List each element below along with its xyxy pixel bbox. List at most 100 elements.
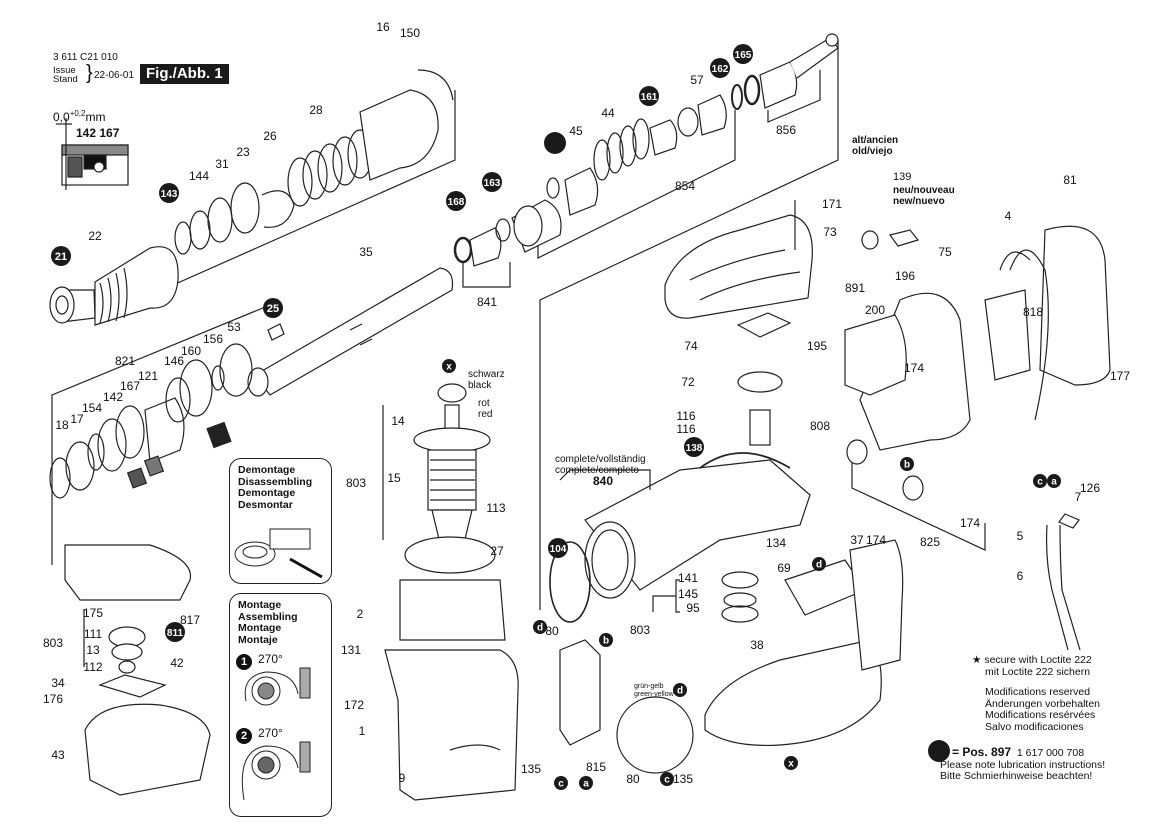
- part-number-callout: 14: [391, 414, 405, 428]
- part-number-callout: 42: [170, 656, 184, 670]
- housing-cover-icon: [704, 639, 882, 747]
- connection-marker: x: [442, 359, 456, 373]
- cover-rib-icon: [689, 249, 801, 301]
- part-number-callout: 116: [676, 409, 695, 423]
- connection-letter: a: [583, 779, 589, 790]
- ball-bearing-icon: [111, 643, 143, 661]
- part-number-callout: 162: [712, 64, 729, 75]
- assembly-title-es: Montaje: [238, 633, 278, 646]
- document-number: 3 611 C21 010: [53, 52, 118, 63]
- connection-marker: c: [1033, 474, 1047, 488]
- marker-dot-icon: [442, 359, 456, 373]
- circled-part-callout: 165: [733, 44, 753, 64]
- bearing-icon: [721, 571, 759, 589]
- part-number-callout: 803: [43, 636, 63, 650]
- part-number-callout: 817: [180, 613, 200, 627]
- part-number-callout: 45: [569, 124, 583, 138]
- ring-icon: [207, 197, 233, 243]
- disassembly-title-fr: Demontage: [238, 487, 296, 499]
- part-number-callout: 5: [1017, 529, 1024, 543]
- loctite-note-de: mit Loctite 222 sichern: [985, 665, 1091, 678]
- part-number-callout: 174: [904, 361, 924, 375]
- part-number-callout: 154: [82, 401, 102, 415]
- brace-symbol: }: [86, 62, 93, 84]
- bracket-line: [652, 595, 676, 612]
- part-number-callout: 9: [399, 771, 406, 785]
- part-number-callout: 803: [346, 476, 366, 490]
- new-switch-part-number: 139: [893, 171, 912, 183]
- legend-notes: ★ secure with Loctite 222 mit Loctite 22…: [972, 654, 1101, 733]
- loctite-note-en: ★ secure with Loctite 222: [972, 654, 1100, 667]
- connection-letter: b: [904, 460, 910, 471]
- part-number-callout: 146: [164, 354, 184, 368]
- part-number-callout: 141: [678, 571, 698, 585]
- fan-baffle-icon: [404, 536, 496, 574]
- part-number-callout: 856: [776, 123, 796, 137]
- red-label-en: red: [478, 409, 493, 420]
- switch-icon: [984, 289, 1031, 381]
- motor-housing-icon: [384, 649, 519, 801]
- modifications-de: Änderungen vorbehalten: [985, 697, 1101, 710]
- modifications-en: Modifications reserved: [985, 686, 1091, 698]
- part-number-callout: 815: [586, 760, 606, 774]
- part-number-callout: 116: [676, 422, 695, 436]
- figure-label: Fig./Abb. 1: [140, 64, 229, 84]
- arrow-icon: [289, 557, 323, 579]
- disassembly-title-en: Disassembling: [238, 475, 313, 488]
- circled-part-callout: 161: [639, 86, 659, 106]
- part-number-callout: 135: [673, 772, 693, 786]
- disassembly-title: Demontage Disassembling Demontage Desmon…: [238, 464, 313, 511]
- part-number-callout: 163: [484, 178, 501, 189]
- part-number-callout: 145: [678, 587, 698, 601]
- part-number-callout: 196: [895, 269, 915, 283]
- issue-label: Issue Stand: [53, 66, 78, 85]
- intermediate-flange-icon: [584, 452, 811, 599]
- marker-dot-icon: [812, 557, 826, 571]
- part-number-callout: 177: [1110, 369, 1130, 383]
- part-number-callout: 891: [845, 281, 865, 295]
- marker-dot-icon: [900, 457, 914, 471]
- part-number-callout: 15: [387, 471, 401, 485]
- marker-dot-icon: [1033, 474, 1047, 488]
- marker-dot-icon: [554, 776, 568, 790]
- needle-bearing-icon: [749, 409, 771, 446]
- part-number-callout: 95: [686, 601, 700, 615]
- cable-clamp-plate-icon: [1058, 513, 1080, 529]
- ring-stack-icon: [49, 343, 253, 499]
- step-number-badge: 1: [236, 654, 252, 670]
- part-number-callout: 34: [51, 676, 65, 690]
- detail-part-numbers: 142 167: [76, 126, 120, 140]
- guide-icon: [261, 190, 295, 228]
- o-ring-icon: [721, 605, 759, 623]
- part-number-callout: 174: [960, 516, 980, 530]
- grease-point-icon: [544, 132, 566, 154]
- part-number-callout: 121: [138, 369, 158, 383]
- part-number-callout: 808: [810, 419, 830, 433]
- brush-holder-icon: [64, 544, 192, 601]
- black-label-en: black: [468, 380, 492, 391]
- part-number-callout: 818: [1023, 305, 1043, 319]
- circled-part-callout: 25: [263, 298, 283, 318]
- cable-clamp-icon: [902, 475, 924, 501]
- connection-letter: c: [558, 779, 564, 790]
- part-number-callout: 26: [263, 129, 277, 143]
- new-label-en-es: new/nuevo: [893, 196, 945, 207]
- grease-point-icon: [165, 622, 185, 642]
- part-number-callout: 161: [641, 92, 658, 103]
- part-number-callout: 112: [83, 660, 102, 674]
- grease-point-icon: [51, 246, 71, 266]
- part-number-callout: 7: [1075, 490, 1082, 504]
- part-number-callout: 165: [735, 50, 752, 61]
- part-number-callout: 811: [167, 628, 184, 639]
- assembly-title-fr: Montage: [238, 622, 282, 634]
- connection-marker: d: [673, 683, 687, 697]
- part-number-callout: 16: [376, 20, 390, 34]
- tolerance-unit: mm: [85, 110, 106, 124]
- earth-wire-de: grün-gelb: [634, 683, 664, 690]
- wire-icon: [999, 249, 1049, 421]
- part-number-callout: 825: [920, 535, 940, 549]
- circled-part-callout: 168: [446, 191, 466, 211]
